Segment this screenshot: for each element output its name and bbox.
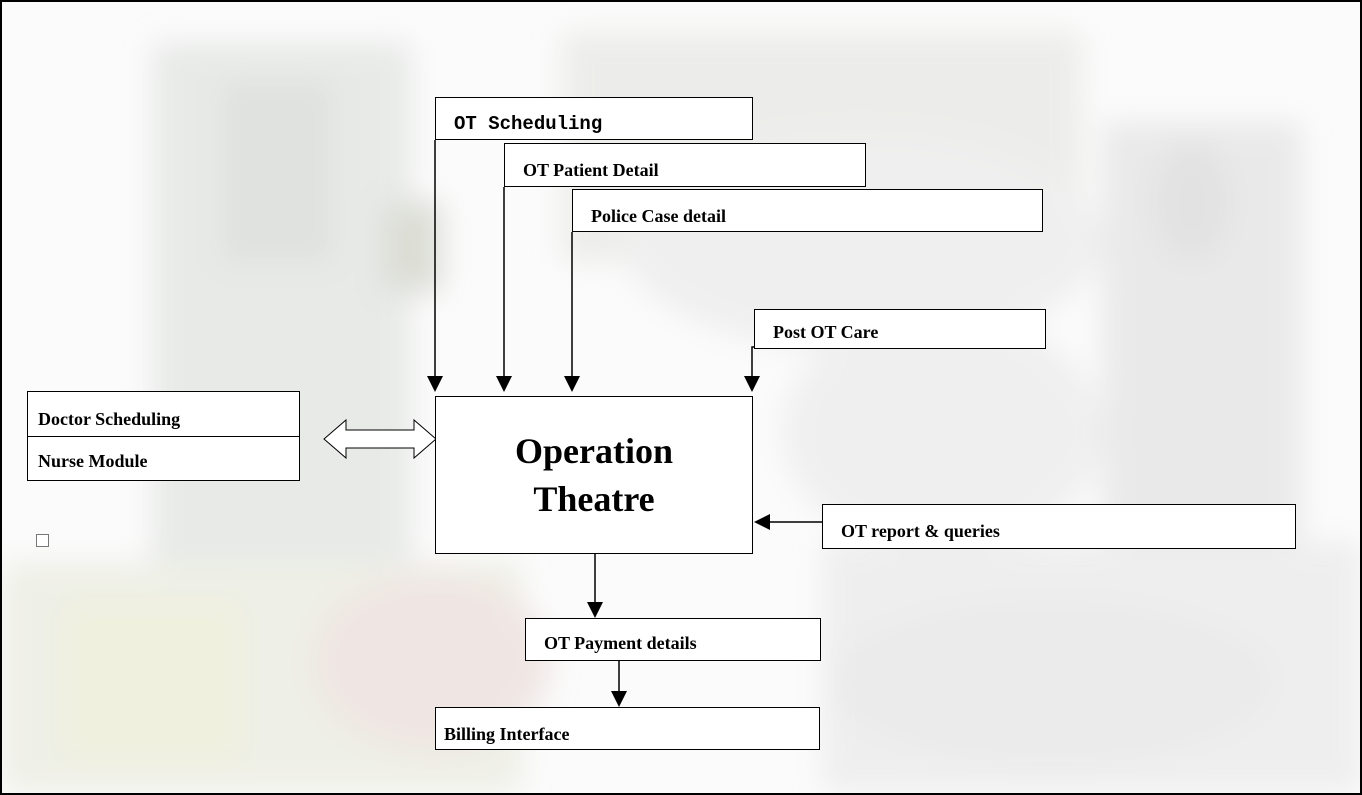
ot-patient-detail-box: OT Patient Detail — [504, 143, 866, 187]
nurse-module-label: Nurse Module — [38, 451, 148, 471]
police-case-box: Police Case detail — [572, 189, 1043, 232]
double-arrow — [323, 418, 437, 460]
center-title-line2: Theatre — [533, 479, 655, 519]
billing-interface-label: Billing Interface — [444, 724, 570, 744]
center-title-line1: Operation — [515, 431, 673, 471]
police-case-label: Police Case detail — [591, 206, 726, 226]
doctor-scheduling-label: Doctor Scheduling — [28, 392, 299, 437]
post-ot-care-label: Post OT Care — [773, 322, 879, 342]
checkbox[interactable] — [36, 534, 49, 547]
ot-patient-detail-label: OT Patient Detail — [523, 160, 659, 180]
post-ot-care-box: Post OT Care — [754, 309, 1046, 349]
ot-report-box: OT report & queries — [822, 504, 1296, 549]
ot-scheduling-box: OT Scheduling — [435, 97, 753, 140]
operation-theatre-box: Operation Theatre — [435, 396, 753, 554]
billing-interface-box: Billing Interface — [435, 707, 820, 750]
ot-payment-box: OT Payment details — [525, 618, 821, 661]
arrow-post-ot-care — [744, 346, 762, 392]
ot-payment-label: OT Payment details — [544, 633, 697, 653]
ot-report-label: OT report & queries — [841, 521, 1000, 541]
ot-scheduling-label: OT Scheduling — [454, 113, 603, 135]
staff-module-box: Doctor Scheduling Nurse Module — [27, 391, 300, 481]
